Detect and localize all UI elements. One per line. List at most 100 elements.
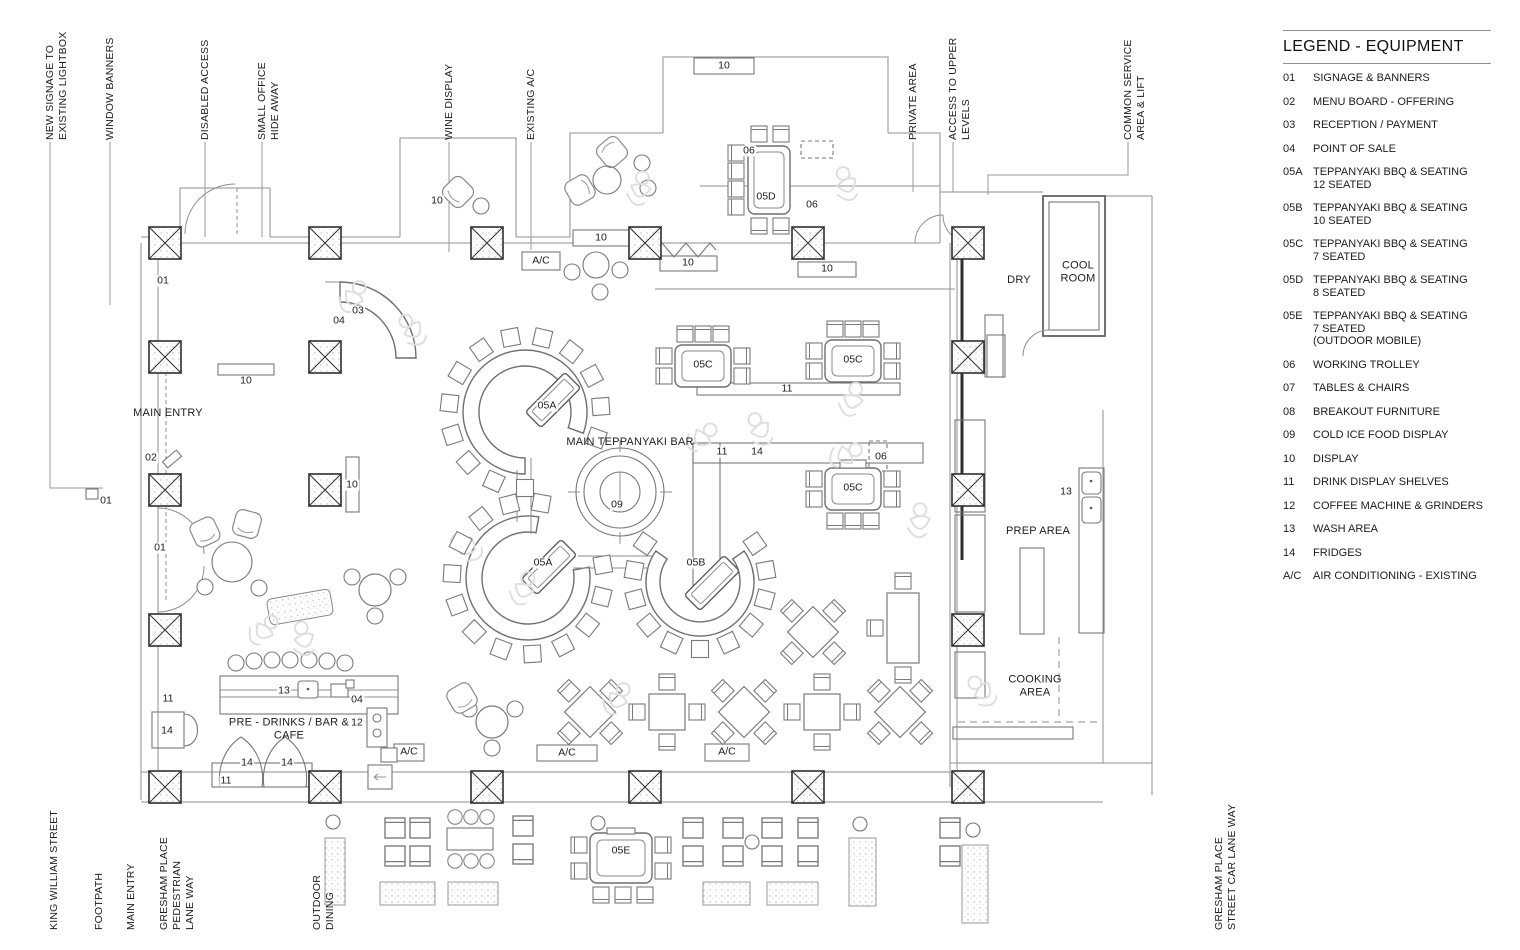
tag-10: 10 (820, 262, 834, 275)
tag-10: 10 (681, 256, 695, 269)
kitchen-fixtures (952, 195, 1106, 740)
tag-10: 10 (717, 59, 731, 72)
table-05c-3 (805, 459, 901, 530)
floor-plan-drawing (49, 56, 1153, 924)
tag-14: 14 (750, 445, 764, 458)
tag-01: 01 (156, 274, 170, 287)
table-05e (570, 827, 672, 904)
tag-10: 10 (239, 374, 253, 387)
tag-14: 14 (160, 724, 174, 737)
room-label-main-teppanyaki-bar: MAIN TEPPANYAKI BAR (566, 435, 694, 448)
tag-05c: 05C (692, 358, 714, 371)
tag-05a: 05A (536, 399, 558, 412)
legend-title: LEGEND - EQUIPMENT (1283, 38, 1464, 55)
tag-13: 13 (1059, 485, 1073, 498)
callout-access-upper: ACCESS TO UPPER LEVELS (947, 37, 972, 140)
room-label-cooking-area: COOKING AREA (1008, 673, 1062, 699)
tag-02: 02 (144, 451, 158, 464)
tag-04: 04 (350, 693, 364, 706)
breakout-furniture (187, 133, 657, 756)
tag-11: 11 (780, 382, 794, 395)
tag-14: 14 (240, 756, 254, 769)
teppanyaki-bar-05a-upper (462, 349, 588, 475)
tag-06: 06 (805, 198, 819, 211)
callout-disabled-access: DISABLED ACCESS (199, 39, 211, 140)
room-label-cool-room: COOL ROOM (1060, 259, 1096, 285)
tag-12: 12 (350, 716, 364, 729)
tag-ac: A/C (531, 254, 551, 267)
room-label-main-entry: MAIN ENTRY (133, 406, 203, 419)
tag-11: 11 (219, 774, 233, 787)
tag-13: 13 (277, 684, 291, 697)
tag-05c: 05C (842, 353, 864, 366)
callout-window-banners: WINDOW BANNERS (104, 37, 116, 140)
table-05c-2 (805, 320, 901, 383)
tag-03: 03 (351, 304, 365, 317)
table-05d (727, 125, 791, 235)
tag-06: 06 (874, 450, 888, 463)
cold-ice-display-09 (568, 440, 672, 544)
callout-footpath: FOOTPATH (93, 872, 105, 930)
planters (324, 814, 989, 924)
legend-rule-mid (1283, 63, 1491, 64)
room-label-prep-area: PREP AREA (1006, 524, 1070, 537)
callout-outdoor-dining: OUTDOOR DINING (311, 874, 336, 930)
chairs-05a-upper (439, 326, 611, 498)
callout-common-service: COMMON SERVICE AREA & LIFT (1122, 39, 1147, 140)
callout-main-entry: MAIN ENTRY (125, 863, 137, 930)
tag-11: 11 (161, 692, 175, 705)
room-label-pre-drinks: PRE - DRINKS / BAR & CAFE (228, 716, 350, 742)
teppanyaki-bar-05a-lower (465, 515, 591, 641)
legend-rule-top (1283, 30, 1491, 31)
outdoor-dining-furniture (324, 809, 989, 924)
callout-leader-lines (49, 142, 1129, 489)
tag-01: 01 (153, 541, 167, 554)
tag-10: 10 (594, 231, 608, 244)
tag-05e: 05E (610, 844, 632, 857)
bar-counter (151, 651, 399, 790)
tag-06: 06 (742, 144, 756, 157)
tag-04: 04 (332, 314, 346, 327)
tag-05c: 05C (842, 481, 864, 494)
chairs-05a-lower (442, 492, 614, 664)
tag-05b: 05B (685, 556, 707, 569)
table-05c-1 (655, 325, 751, 388)
tag-14: 14 (280, 756, 294, 769)
chairs-05b (623, 530, 777, 659)
callout-existing-ac: EXISTING A/C (525, 68, 537, 140)
callout-gresham-car: GRESHAM PLACE STREET CAR LANE WAY (1213, 803, 1238, 930)
tag-ac: A/C (399, 745, 419, 758)
callout-wine-display: WINE DISPLAY (443, 63, 455, 140)
tag-05a: 05A (532, 556, 554, 569)
callout-new-signage: NEW SIGNAGE TO EXISTING LIGHTBOX (44, 31, 69, 140)
tag-10: 10 (430, 194, 444, 207)
room-label-dry: DRY (1007, 273, 1031, 286)
callout-king-william-street: KING WILLIAM STREET (48, 810, 60, 930)
tag-10: 10 (345, 478, 359, 491)
callout-private-area: PRIVATE AREA (907, 63, 919, 140)
callout-small-office: SMALL OFFICE HIDE AWAY (256, 62, 281, 140)
tag-05d: 05D (755, 190, 777, 203)
tag-01: 01 (99, 494, 113, 507)
callout-gresham-pedestrian: GRESHAM PLACE PEDESTRIAN LANE WAY (158, 836, 196, 930)
tag-ac: A/C (557, 746, 577, 759)
